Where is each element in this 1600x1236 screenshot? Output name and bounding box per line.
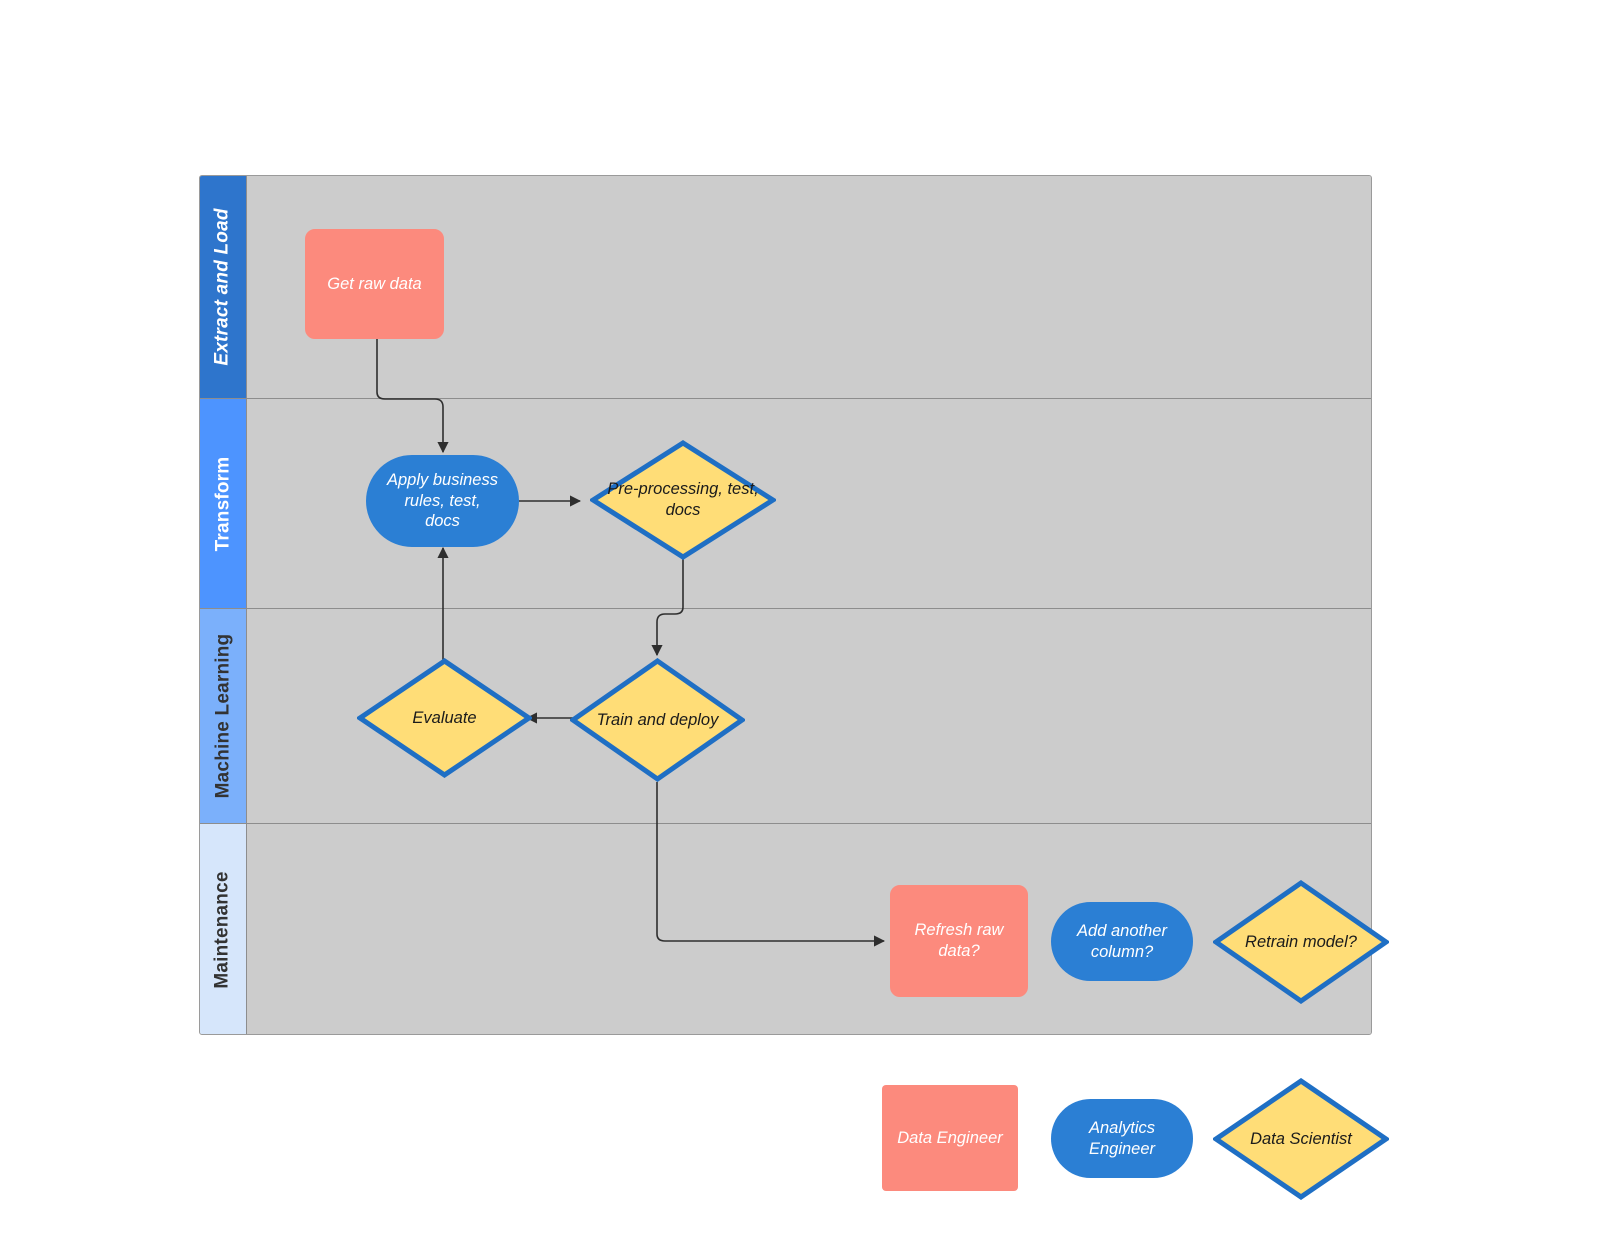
- lane-label-machine-learning: Machine Learning: [212, 633, 234, 799]
- lane-body-maintenance: [247, 824, 1371, 1034]
- legend-item-data-scientist[interactable]: Data Scientist: [1213, 1078, 1389, 1200]
- lane-header-extract-and-load[interactable]: Extract and Load: [200, 176, 247, 398]
- node-pre-processing[interactable]: Pre-processing, test, docs: [590, 440, 776, 560]
- node-label-apply-business-rules: Apply business rules, test, docs: [387, 471, 498, 531]
- train-and-deploy-diamond-icon: [570, 658, 745, 782]
- node-label-evaluate: Evaluate: [412, 708, 477, 727]
- legend-item-data-engineer[interactable]: Data Engineer: [882, 1085, 1018, 1191]
- legend-label-data-engineer: Data Engineer: [897, 1128, 1003, 1147]
- pre-processing-diamond-icon: [590, 440, 776, 560]
- node-label-train-and-deploy: Train and deploy: [596, 710, 719, 729]
- legend-label-data-scientist: Data Scientist: [1250, 1129, 1352, 1148]
- node-label-refresh-raw-data: Refresh raw data?: [914, 921, 1004, 960]
- node-get-raw-data[interactable]: Get raw data: [305, 229, 444, 339]
- node-refresh-raw-data[interactable]: Refresh raw data?: [890, 885, 1028, 997]
- legend-item-analytics-engineer[interactable]: Analytics Engineer: [1051, 1099, 1193, 1178]
- lane-header-machine-learning[interactable]: Machine Learning: [200, 609, 247, 823]
- lane-header-transform[interactable]: Transform: [200, 399, 247, 608]
- data-scientist-diamond-icon: [1213, 1078, 1389, 1200]
- lane-label-maintenance: Maintenance: [212, 871, 234, 989]
- node-apply-business-rules[interactable]: Apply business rules, test, docs: [366, 455, 519, 547]
- retrain-model-diamond-icon: [1213, 880, 1389, 1004]
- node-evaluate[interactable]: Evaluate: [357, 658, 532, 778]
- node-train-and-deploy[interactable]: Train and deploy: [570, 658, 745, 782]
- node-retrain-model[interactable]: Retrain model?: [1213, 880, 1389, 1004]
- node-label-get-raw-data: Get raw data: [327, 274, 422, 293]
- node-label-add-another-column: Add another column?: [1077, 921, 1167, 961]
- node-label-pre-processing: Pre-processing, test, docs: [607, 480, 759, 519]
- lane-label-extract-and-load: Extract and Load: [212, 208, 233, 366]
- lane-label-transform: Transform: [212, 456, 233, 551]
- node-add-another-column[interactable]: Add another column?: [1051, 902, 1193, 981]
- node-label-retrain-model: Retrain model?: [1245, 932, 1357, 951]
- evaluate-diamond-icon: [357, 658, 532, 778]
- lane-maintenance: Maintenance: [200, 824, 1371, 1034]
- lane-header-maintenance[interactable]: Maintenance: [200, 824, 247, 1034]
- legend-label-analytics-engineer: Analytics Engineer: [1088, 1118, 1156, 1158]
